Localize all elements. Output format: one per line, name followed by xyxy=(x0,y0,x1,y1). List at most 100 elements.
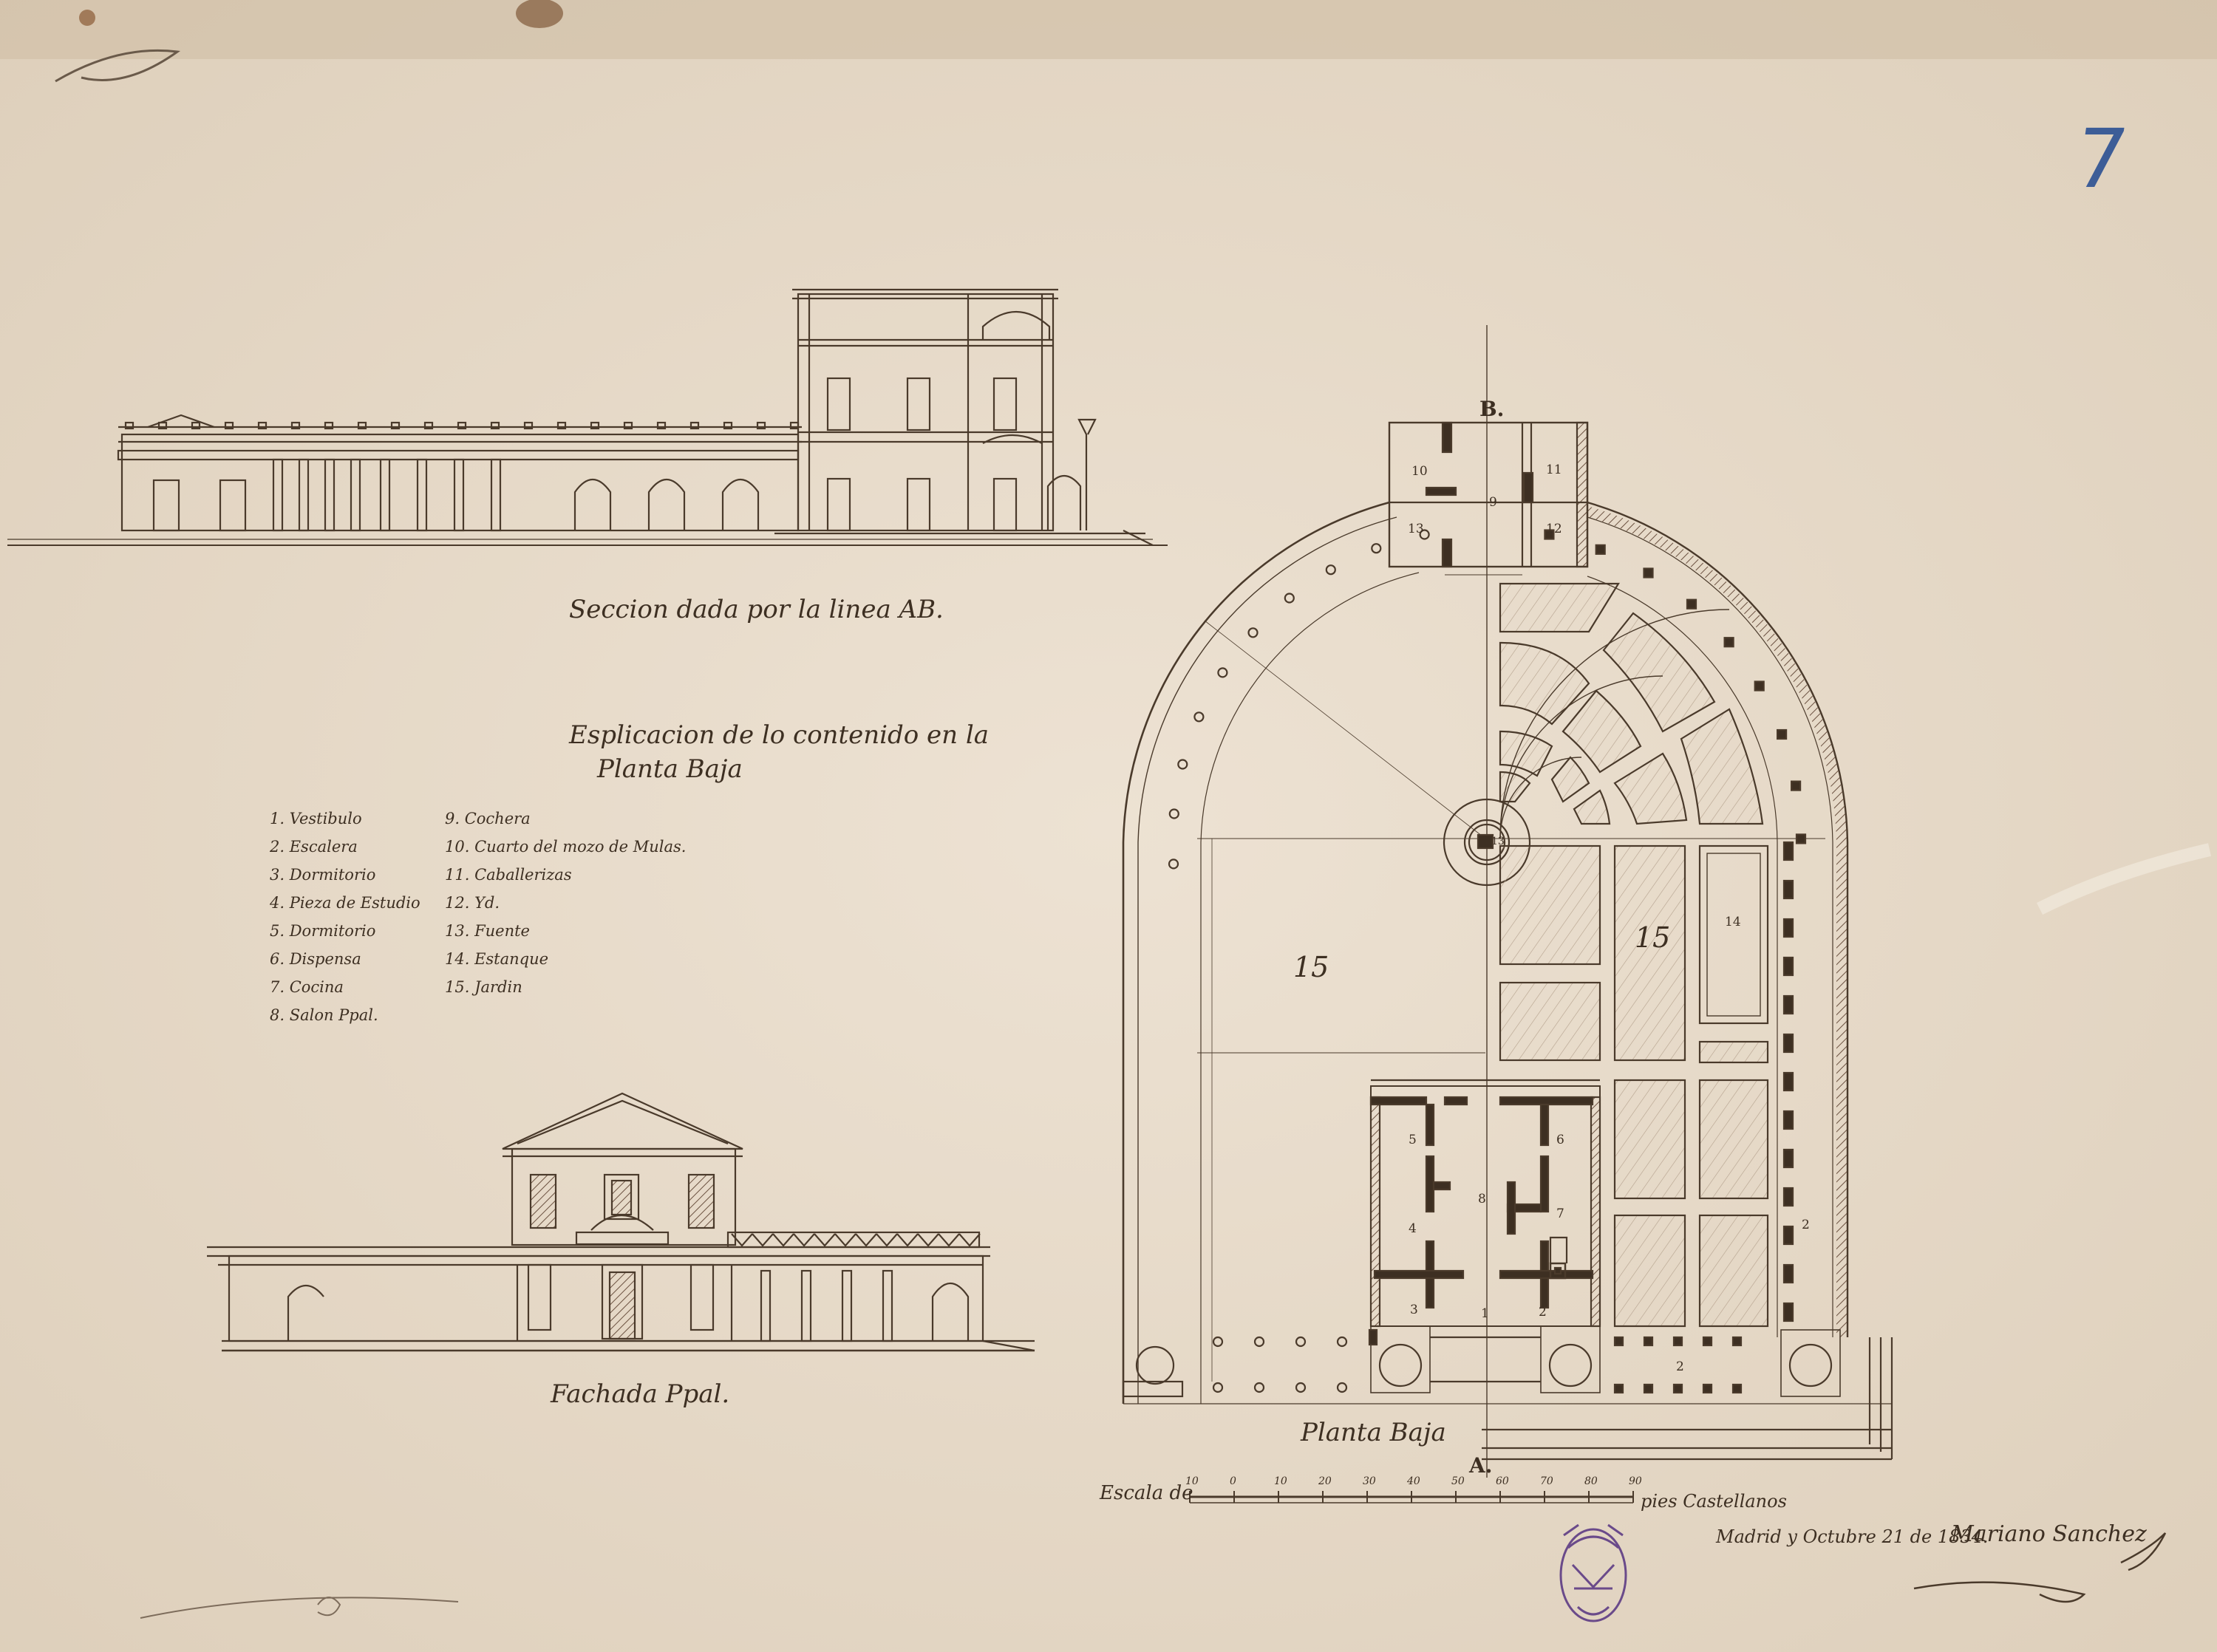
balustrade-post xyxy=(689,421,700,430)
library-stamp xyxy=(1559,1523,1627,1622)
balustrade-post xyxy=(157,421,168,430)
facade-title: Fachada Ppal. xyxy=(551,1379,730,1409)
arc-column xyxy=(1217,667,1228,678)
room-number: 4 xyxy=(1409,1221,1417,1236)
room-number: 6 xyxy=(1556,1133,1564,1147)
balustrade-post xyxy=(390,421,401,430)
colonnade-pier xyxy=(1782,1110,1794,1130)
balustrade-post xyxy=(756,421,766,430)
room-number-large: 15 xyxy=(1635,921,1671,954)
room-number: 7 xyxy=(1556,1206,1564,1221)
paper-top-stain xyxy=(0,0,2217,59)
colonnade-pier xyxy=(1782,841,1794,861)
colonnade-pier xyxy=(1782,1187,1794,1207)
paper-crease xyxy=(2036,843,2212,915)
signature: Mariano Sanchez xyxy=(1951,1521,2147,1547)
balustrade-post xyxy=(457,421,467,430)
scale-tick-label: 70 xyxy=(1540,1475,1553,1487)
balustrade-cross xyxy=(876,1233,898,1247)
facade-column xyxy=(882,1269,893,1342)
stain-mark xyxy=(79,10,95,26)
balustrade-post xyxy=(623,421,633,430)
facade-drawing xyxy=(207,1092,1035,1352)
balustrade-cross xyxy=(814,1233,836,1247)
room-number: 2 xyxy=(1802,1218,1810,1232)
section-column xyxy=(324,458,336,532)
bottom-flourish xyxy=(140,1597,459,1619)
portico-column xyxy=(1295,1336,1307,1348)
section-title: Seccion dada por la linea AB. xyxy=(569,595,944,624)
legend-item: 15. Jardin xyxy=(445,978,522,996)
legend-item: 13. Fuente xyxy=(445,922,530,940)
scale-tick-label: 10 xyxy=(1274,1475,1287,1487)
scale-tick-label: 0 xyxy=(1230,1475,1236,1487)
legend-item: 6. Dispensa xyxy=(270,950,361,968)
portico-pier xyxy=(1613,1336,1624,1347)
section-ab-drawing xyxy=(7,288,1168,546)
date-line: Madrid y Octubre 21 de 1834. xyxy=(1716,1526,1989,1547)
legend-item: 7. Cocina xyxy=(270,978,344,996)
arc-pier xyxy=(1723,637,1734,648)
room-number: 8 xyxy=(1478,1192,1486,1206)
arc-column xyxy=(1193,711,1205,723)
arc-column xyxy=(1177,759,1188,770)
portico-column xyxy=(1253,1336,1265,1348)
section-mark-a: A. xyxy=(1469,1453,1493,1478)
arc-pier xyxy=(1643,567,1654,578)
stain-mark xyxy=(516,0,563,28)
portico-column xyxy=(1212,1382,1224,1393)
legend-item: 3. Dormitorio xyxy=(270,866,376,884)
portico-pier xyxy=(1731,1383,1743,1394)
colonnade-pier xyxy=(1782,994,1794,1015)
colonnade-pier xyxy=(1782,956,1794,977)
balustrade-cross xyxy=(855,1233,877,1247)
legend-item: 10. Cuarto del mozo de Mulas. xyxy=(445,838,687,856)
legend-item: 14. Estanque xyxy=(445,950,549,968)
legend-title-line-1: Esplicacion de lo contenido en la xyxy=(569,720,990,750)
balustrade-post xyxy=(723,421,733,430)
arc-pier xyxy=(1791,780,1802,791)
balustrade-post xyxy=(324,421,334,430)
legend-title-line-2: Planta Baja xyxy=(597,754,743,784)
balustrade-post xyxy=(357,421,367,430)
balustrade-cross xyxy=(752,1233,774,1247)
garden-beds xyxy=(1499,844,1769,1328)
scale-tick-label: 30 xyxy=(1363,1475,1376,1487)
signature-flourish xyxy=(1913,1532,2167,1603)
room-number: 13 xyxy=(1408,522,1424,536)
arc-column xyxy=(1168,859,1179,870)
arc-pier xyxy=(1595,544,1606,555)
balustrade-post xyxy=(656,421,667,430)
legend-item: 5. Dormitorio xyxy=(270,922,376,940)
balustrade-post xyxy=(590,421,600,430)
radial-garden xyxy=(1499,582,1764,839)
facade-column xyxy=(841,1269,853,1342)
balustrade-post xyxy=(556,421,567,430)
legend-item: 2. Escalera xyxy=(270,838,358,856)
legend-item: 11. Caballerizas xyxy=(445,866,572,884)
portico-pier xyxy=(1613,1383,1624,1394)
ground-floor-plan xyxy=(1122,325,1893,1478)
room-number: 10 xyxy=(1411,464,1428,479)
scale-tick-label: 10 xyxy=(1185,1475,1199,1487)
scale-tick-label: 20 xyxy=(1318,1475,1332,1487)
colonnade-pier xyxy=(1782,1225,1794,1246)
facade-column xyxy=(800,1269,812,1342)
section-column xyxy=(298,458,310,532)
balustrade-post xyxy=(124,421,134,430)
legend-item: 1. Vestibulo xyxy=(270,810,362,827)
portico-column xyxy=(1336,1382,1348,1393)
colonnade-pier xyxy=(1782,1263,1794,1284)
portico-column xyxy=(1253,1382,1265,1393)
section-column xyxy=(490,458,502,532)
balustrade-cross xyxy=(938,1233,960,1247)
scale-tick-label: 50 xyxy=(1451,1475,1465,1487)
balustrade-cross xyxy=(917,1233,939,1247)
portico-pier xyxy=(1672,1383,1683,1394)
colonnade-pier xyxy=(1782,1033,1794,1054)
arc-column xyxy=(1247,627,1259,638)
scale-tick-label: 90 xyxy=(1629,1475,1642,1487)
portico-pier xyxy=(1643,1383,1654,1394)
balustrade-cross xyxy=(896,1233,919,1247)
arc-column xyxy=(1371,543,1382,554)
